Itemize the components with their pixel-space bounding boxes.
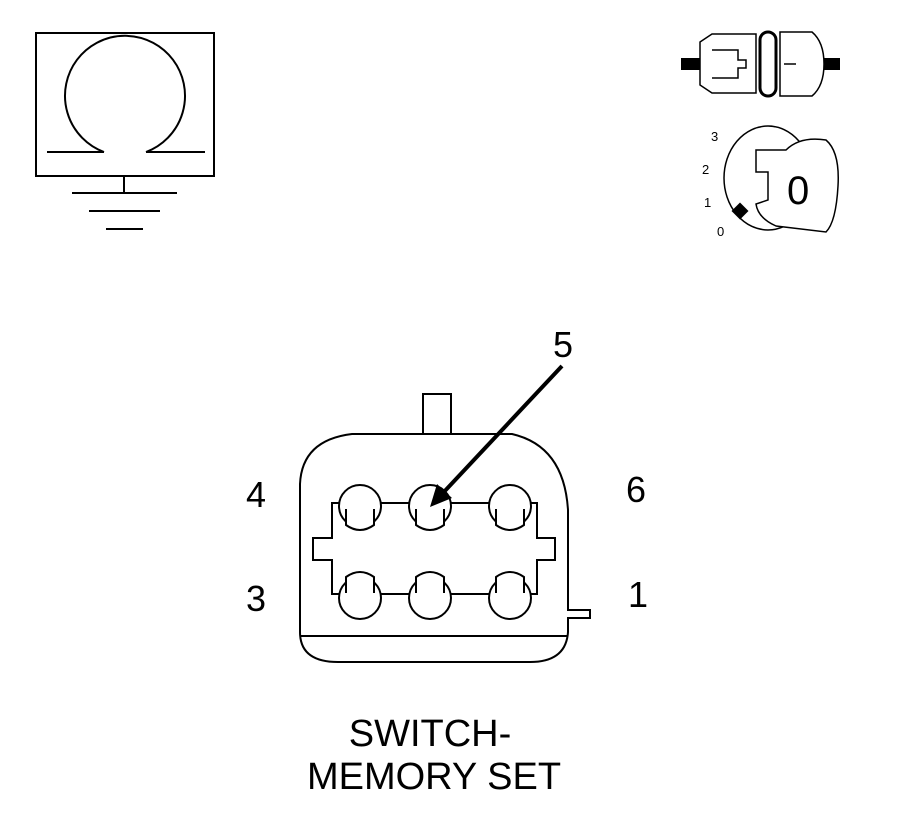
cavity-2 xyxy=(408,571,452,620)
pin-label-1: 1 xyxy=(628,574,648,615)
ohm-meter-ground-icon xyxy=(35,32,215,230)
key-position-0: 0 xyxy=(717,224,724,239)
key-position-3: 3 xyxy=(711,129,718,144)
terminal-cavities xyxy=(338,484,532,620)
key-position-2: 2 xyxy=(702,162,709,177)
pin-label-4: 4 xyxy=(246,474,266,515)
component-title-line-1: SWITCH- xyxy=(349,713,512,755)
cavity-4 xyxy=(338,484,382,531)
cavity-6 xyxy=(488,484,532,531)
pin-label-5: 5 xyxy=(553,324,573,365)
connector-body xyxy=(299,393,591,663)
key-position-1: 1 xyxy=(704,195,711,210)
pin-label-3: 3 xyxy=(246,578,266,619)
cavity-5 xyxy=(408,484,452,531)
key-label: 0 xyxy=(787,169,809,213)
cavity-1 xyxy=(488,571,532,620)
component-title-line-2: MEMORY SET xyxy=(307,756,561,798)
cavity-3 xyxy=(338,571,382,620)
ignition-key-off-icon: 0 3 2 1 0 xyxy=(702,125,839,239)
pin-label-6: 6 xyxy=(626,469,646,510)
pin-5-arrow xyxy=(430,364,564,507)
connector-disconnected-icon xyxy=(681,30,840,98)
